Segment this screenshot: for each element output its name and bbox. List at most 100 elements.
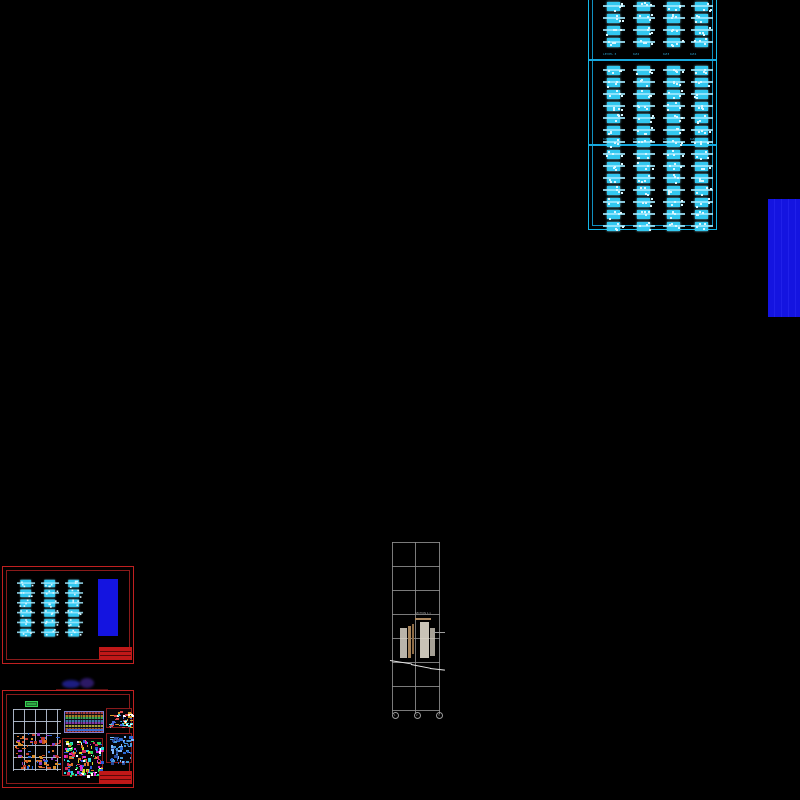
sub-detail-element [110, 725, 112, 728]
sheet-foundation-plan[interactable] [2, 690, 135, 788]
detail-element [69, 748, 73, 751]
sub-detail-element [123, 720, 125, 723]
column-stack-KZ4 [691, 149, 713, 233]
plan-grid-h [13, 709, 61, 710]
column-section-cell [65, 618, 84, 628]
column-section-cell [603, 37, 625, 48]
column-section-cell [691, 113, 713, 124]
sheet1-stack-2 [65, 579, 84, 638]
column-stack-KZ2 [633, 0, 655, 49]
sub-detail-element [122, 723, 125, 725]
column-section-cell [603, 125, 625, 136]
detail-element [64, 754, 66, 759]
detail-element [77, 763, 80, 765]
detail-element [70, 762, 74, 766]
table-col [96, 712, 98, 732]
detail-element [95, 744, 98, 747]
sub-detail-element [125, 721, 127, 724]
plan-element [26, 765, 29, 769]
column-section-cell [691, 149, 713, 160]
section-grid-h [392, 638, 440, 639]
detail-element [64, 772, 66, 774]
detail-element [74, 747, 76, 751]
reinforcement-schedule-table[interactable] [64, 711, 104, 733]
table-col [70, 712, 72, 732]
sub-detail-element [110, 745, 114, 748]
plan-element [20, 766, 24, 770]
plan-element [22, 740, 25, 744]
sub-detail-element [122, 715, 127, 718]
column-section-cell [603, 77, 625, 88]
detail-element [97, 758, 100, 761]
sub-detail-element [130, 739, 135, 741]
plan-grid-drawing[interactable] [13, 709, 62, 771]
sub-detail-element [112, 739, 116, 742]
sub-detail-element [114, 715, 118, 717]
detail-element [96, 774, 99, 777]
column-section-cell [603, 173, 625, 184]
sheet1-title-block[interactable] [99, 647, 132, 660]
section-detail-a-panel[interactable] [106, 708, 135, 729]
column-section-cell [633, 113, 655, 124]
column-section-cell [41, 609, 60, 618]
detail-element [69, 774, 72, 778]
table-row [65, 722, 103, 725]
sheet-column-schedule[interactable] [2, 566, 134, 664]
section-elevation-view[interactable]: SECTION 1-1 1 2 3 [389, 540, 445, 722]
plan-element [31, 737, 33, 741]
blue-fill-block[interactable] [768, 199, 800, 317]
sheet2-title-block[interactable] [99, 771, 132, 784]
column-stack-KZ4 [691, 65, 713, 149]
detail-element [88, 758, 91, 762]
column-stack-KZ1 [603, 0, 625, 49]
detail-element [68, 743, 72, 747]
detail-element [98, 751, 101, 753]
detail-element [77, 770, 80, 774]
detail-element [72, 755, 75, 759]
sub-detail-element [127, 719, 129, 721]
column-section-cell [663, 77, 685, 88]
column-section-cell [603, 161, 625, 172]
detail-element [65, 748, 68, 750]
plan-element [42, 755, 44, 757]
column-section-cell [41, 628, 60, 637]
detail-element [64, 751, 68, 753]
plan-element [29, 740, 33, 743]
column-section-cell [17, 599, 36, 608]
column-section-cell [663, 149, 685, 160]
column-section-cell [633, 101, 655, 112]
column-section-cell [41, 618, 60, 627]
band2-label-1: KZ1 [603, 137, 610, 141]
detail-element [69, 748, 73, 750]
detail-element [84, 740, 87, 744]
detail-element [101, 749, 103, 752]
plan-element [22, 764, 26, 767]
section-detail-b-panel[interactable] [106, 733, 135, 765]
detail-element [71, 757, 75, 759]
detail-drawing-panel[interactable] [62, 738, 105, 778]
sub-detail-element [123, 743, 128, 745]
axis-bubble-1 [392, 712, 399, 719]
plan-element [19, 744, 23, 746]
plan-element [44, 760, 49, 762]
plan-element [54, 754, 59, 758]
plan-grid-v [13, 709, 14, 771]
sub-detail-element [112, 746, 116, 748]
detail-element [75, 766, 78, 770]
table-col [76, 712, 78, 732]
sub-detail-element [117, 712, 120, 714]
detail-element [82, 756, 86, 759]
table-col [102, 712, 103, 732]
detail-element [64, 767, 69, 771]
sub-detail-element [114, 755, 119, 758]
column-stack-KZ2 [633, 65, 655, 149]
sub-detail-element [130, 715, 135, 717]
plan-tag-badge[interactable] [25, 701, 38, 707]
column-schedule-panel[interactable]: LEVEL 3 KZ2 KZ3 KZ4 KZ1 KZ2 KZ3 KZ4 [588, 0, 717, 233]
band2-label-4: KZ4 [690, 137, 697, 141]
plan-element [56, 736, 61, 739]
detail-element [91, 754, 93, 757]
detail-element [70, 742, 74, 746]
table-col [73, 712, 75, 732]
